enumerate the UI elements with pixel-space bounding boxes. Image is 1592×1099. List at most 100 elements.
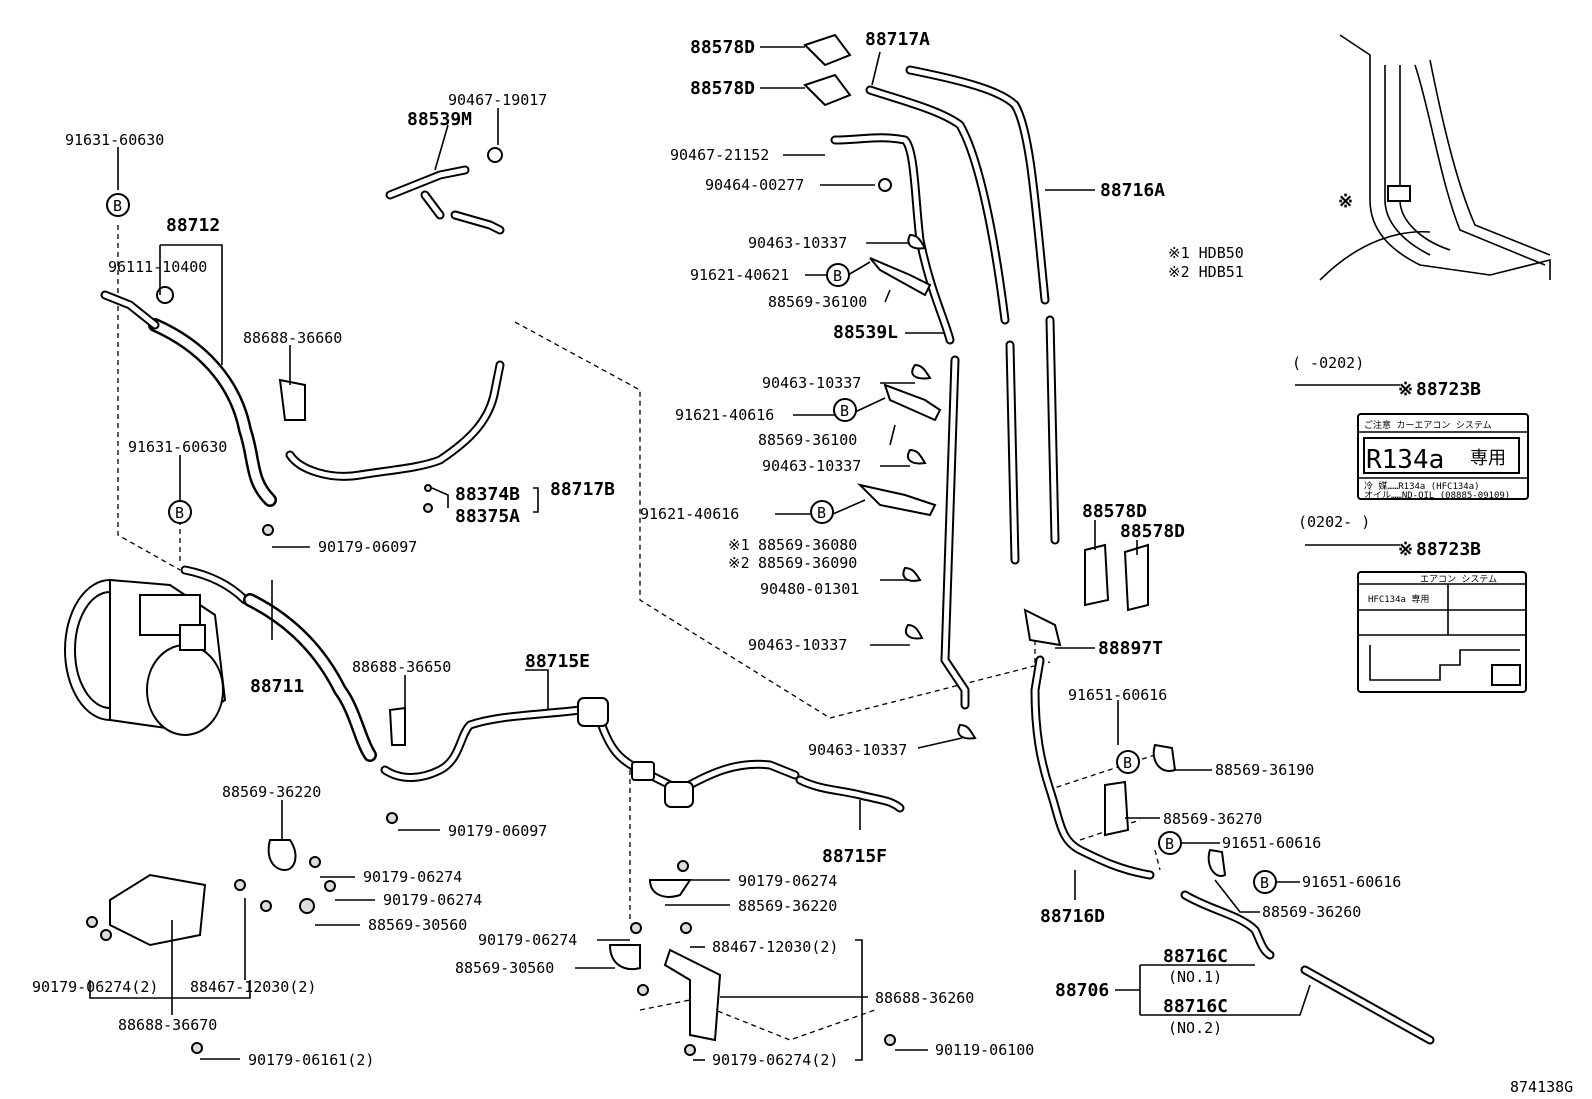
pipe-88715E <box>380 705 585 782</box>
label-90179-06097-a: 90179-06097 <box>318 538 417 556</box>
card-a-kanji: 専用 <box>1470 448 1506 469</box>
card-a-header: ご注意 カーエアコン システム <box>1364 419 1492 431</box>
label-88569-36100-a: 88569-36100 <box>768 293 867 311</box>
label-88716A: 88716A <box>1100 180 1165 201</box>
label-88715E: 88715E <box>525 651 590 672</box>
label-88569-36260: 88569-36260 <box>1262 903 1361 921</box>
label-90463-10337-a: 90463-10337 <box>748 234 847 252</box>
label-91651-60616-c: 91651-60616 <box>1302 873 1401 891</box>
label-88723B-b: 88723B <box>1416 539 1481 560</box>
label-no2: (NO.2) <box>1168 1019 1222 1037</box>
label-96111-10400: 96111-10400 <box>108 258 207 276</box>
label-88717B: 88717B <box>550 479 615 500</box>
label-90467-19017: 90467-19017 <box>448 91 547 109</box>
legend-line-1: ※1 HDB50 <box>1168 244 1244 262</box>
b-marker-1 <box>106 193 130 217</box>
label-no1: (NO.1) <box>1168 968 1222 986</box>
label-91621-40616-b: 91621-40616 <box>640 505 739 523</box>
label-mark-2: ※2 <box>728 554 750 572</box>
label-90464-00277: 90464-00277 <box>705 176 804 194</box>
grommets <box>156 147 977 740</box>
small-bolts <box>86 484 896 1056</box>
location-ref-mark: ※ <box>1338 191 1353 212</box>
receiver-88715E <box>577 697 694 808</box>
label-88688-36660: 88688-36660 <box>243 329 342 347</box>
label-88723B-b-mark: ※ <box>1398 539 1413 560</box>
b-marker-1-text: B <box>113 197 122 215</box>
b-marker-3 <box>826 263 850 287</box>
part-labels: 91631-60630 88712 96111-10400 90467-1901… <box>32 29 1401 1069</box>
label-88374B: 88374B <box>455 484 520 505</box>
b-marker-5 <box>810 500 834 524</box>
card-b-title: エアコン システム <box>1420 574 1497 585</box>
label-90480-01301: 90480-01301 <box>760 580 859 598</box>
label-88688-36260: 88688-36260 <box>875 989 974 1007</box>
label-88578D-b: 88578D <box>690 78 755 99</box>
label-90119-06100: 90119-06100 <box>935 1041 1034 1059</box>
pipe-88716C-no2 <box>1300 965 1435 1045</box>
b-markers: B B B B B B B B <box>106 193 1277 894</box>
label-90463-10337-e: 90463-10337 <box>808 741 907 759</box>
dashed-guide-lines <box>117 225 1171 1041</box>
label-90463-10337-b: 90463-10337 <box>762 374 861 392</box>
label-91621-40616-a: 91621-40616 <box>675 406 774 424</box>
card-a-refrigerant: R134a <box>1366 445 1444 475</box>
label-90179-06161-2: 90179-06161(2) <box>248 1051 374 1069</box>
pipe-88716C-no1 <box>1180 890 1275 960</box>
label-90179-06274-a: 90179-06274 <box>363 868 462 886</box>
label-90179-06274-c: 90179-06274 <box>738 872 837 890</box>
b-marker-2-text: B <box>175 504 184 522</box>
leader-lines <box>89 46 1400 1061</box>
label-91631-60630-mid: 91631-60630 <box>128 438 227 456</box>
label-88569-36080: 88569-36080 <box>758 536 857 554</box>
label-90463-10337-c: 90463-10337 <box>762 457 861 475</box>
label-88375A: 88375A <box>455 506 520 527</box>
label-88712: 88712 <box>166 215 220 236</box>
label-88688-36650: 88688-36650 <box>352 658 451 676</box>
label-88897T: 88897T <box>1098 638 1163 659</box>
card-b-text: HFC134a 専用 <box>1368 593 1429 605</box>
label-88688-36670: 88688-36670 <box>118 1016 217 1034</box>
label-90467-21152: 90467-21152 <box>670 146 769 164</box>
b-marker-7-text: B <box>1165 835 1174 853</box>
label-card-a: ご注意 カーエアコン システム R134a 専用 冷 媒……R134a (HFC… <box>1357 413 1529 501</box>
label-88716C-b: 88716C <box>1163 996 1228 1017</box>
label-88569-36090: 88569-36090 <box>758 554 857 572</box>
label-mark-1: ※1 <box>728 536 750 554</box>
hose-88712 <box>100 290 277 507</box>
label-88717A: 88717A <box>865 29 930 50</box>
label-88723B-a: 88723B <box>1416 379 1481 400</box>
label-88723B-a-mark: ※ <box>1398 379 1413 400</box>
range-b-text: (0202- ) <box>1298 513 1370 531</box>
label-90179-06097-b: 90179-06097 <box>448 822 547 840</box>
b-marker-6-text: B <box>1123 754 1132 772</box>
label-88569-36220-b: 88569-36220 <box>738 897 837 915</box>
label-88569-36270: 88569-36270 <box>1163 810 1262 828</box>
b-marker-3-text: B <box>833 267 842 285</box>
label-91621-40621: 91621-40621 <box>690 266 789 284</box>
label-headers: ( -0202) ※ 88723B (0202- ) ※ 88723B <box>1292 354 1481 560</box>
label-88539L: 88539L <box>833 322 898 343</box>
model-legend: ※1 HDB50 ※2 HDB51 <box>1168 244 1244 281</box>
label-91631-60630-top: 91631-60630 <box>65 131 164 149</box>
figure-id: 874138G <box>1510 1078 1573 1096</box>
range-a-text: ( -0202) <box>1292 354 1364 372</box>
label-88578D-d: 88578D <box>1120 521 1185 542</box>
clamps-and-brackets <box>109 33 1227 1042</box>
label-88706: 88706 <box>1055 980 1109 1001</box>
label-88716C-a: 88716C <box>1163 946 1228 967</box>
compressor <box>64 578 227 736</box>
label-91651-60616-a: 91651-60616 <box>1068 686 1167 704</box>
label-90179-06274-d: 90179-06274 <box>478 931 577 949</box>
hose-88539M <box>385 165 505 235</box>
b-marker-5-text: B <box>817 504 826 522</box>
b-marker-6 <box>1116 750 1140 774</box>
legend-line-2: ※2 HDB51 <box>1168 263 1244 281</box>
label-88467-12030-2-b: 88467-12030(2) <box>712 938 838 956</box>
label-90179-06274-2-b: 90179-06274(2) <box>712 1051 838 1069</box>
label-88467-12030-2-a: 88467-12030(2) <box>190 978 316 996</box>
b-marker-4 <box>833 398 857 422</box>
hose-88711 <box>180 565 377 762</box>
label-88578D-c: 88578D <box>1082 501 1147 522</box>
